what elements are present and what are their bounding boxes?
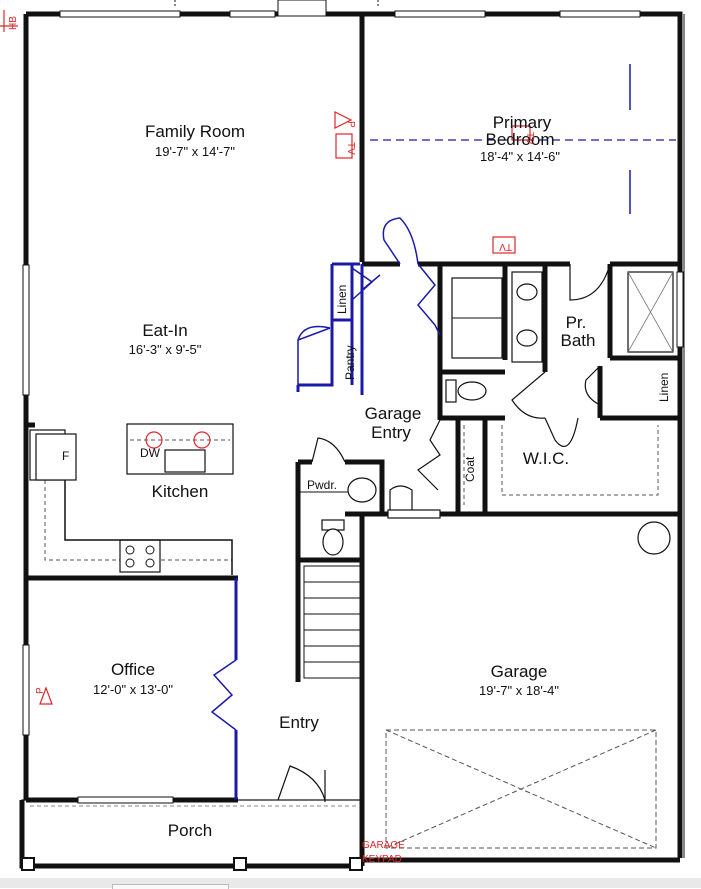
range-cooktop	[119, 539, 161, 573]
garage-door	[385, 729, 657, 849]
porch-outline	[21, 799, 363, 867]
stairs	[303, 565, 361, 679]
coat-label: Coat	[463, 456, 477, 482]
family-room-name: Family Room	[145, 122, 245, 141]
porch-column	[21, 857, 35, 871]
primary-bedroom-dims: 18'-4" x 14'-6"	[480, 149, 560, 164]
hose-bib-label: HB	[8, 16, 19, 30]
bedroom-tv-marker	[511, 125, 531, 141]
linen-upper-label: Linen	[335, 285, 349, 314]
hall-tv-marker	[492, 236, 516, 254]
blue-walls	[210, 217, 441, 800]
powder-sink	[347, 477, 377, 503]
door-swings	[277, 263, 611, 802]
wic-name: W.I.C.	[523, 449, 569, 468]
closet-dashes	[44, 425, 659, 561]
family-room-dims: 19'-7" x 14'-7"	[155, 144, 235, 159]
office-p-label: P	[35, 687, 46, 694]
garage-entry-name-1: Garage	[365, 404, 422, 423]
garage-dims: 19'-7" x 18'-4"	[479, 683, 559, 698]
dishwasher-label: DW	[140, 446, 161, 460]
viewer-bottom-bar	[0, 878, 701, 888]
kitchen-island	[126, 423, 234, 475]
kitchen-name: Kitchen	[152, 482, 209, 501]
garage-name: Garage	[491, 662, 548, 681]
office-p-marker	[39, 686, 53, 705]
red-annotations	[0, 10, 531, 705]
primary-bedroom-name-1: Primary	[493, 113, 552, 132]
water-heater	[637, 521, 671, 555]
linen-bath-label: Linen	[657, 373, 671, 402]
viewer-tab[interactable]	[112, 884, 229, 889]
hall-tv-label: TV	[499, 241, 512, 252]
windows-top	[59, 0, 641, 18]
eat-in-dims: 16'-3" x 9'-5"	[129, 342, 202, 357]
porch-column	[349, 857, 363, 871]
entry-name: Entry	[279, 713, 319, 732]
island-outlet	[193, 431, 211, 449]
office-dims: 12'-0" x 13'-0"	[93, 682, 173, 697]
fridge-label: F	[62, 449, 69, 463]
family-p-marker	[334, 111, 353, 129]
fixtures	[21, 64, 676, 871]
pantry-label: Pantry	[343, 345, 357, 380]
pr-bath-name-1: Pr.	[566, 313, 587, 332]
garage-keypad-label-2: KEYPAD	[362, 854, 402, 865]
bath-toilet-tank	[445, 379, 457, 403]
office-name: Office	[111, 660, 155, 679]
garage-keypad-label-1: GARAGE	[362, 840, 405, 851]
eat-in-name: Eat-In	[142, 321, 187, 340]
porch-column	[233, 857, 247, 871]
room-labels: Family Room 19'-7" x 14'-7" Primary Bedr…	[8, 16, 671, 865]
family-tv-marker	[335, 133, 353, 159]
primary-bedroom-name-2: Bedroom	[486, 130, 555, 149]
garage-entry-name-2: Entry	[371, 423, 411, 442]
island-outlet	[145, 431, 163, 449]
family-p-label: P	[345, 121, 356, 128]
pr-bath-name-2: Bath	[561, 331, 596, 350]
porch-name: Porch	[168, 821, 212, 840]
windows-left	[22, 264, 684, 736]
bedroom-tv-label: TV	[524, 132, 535, 145]
family-tv-label: TV	[345, 142, 356, 155]
powder-label: Pwdr.	[307, 478, 337, 492]
kitchen-sink	[164, 449, 206, 473]
